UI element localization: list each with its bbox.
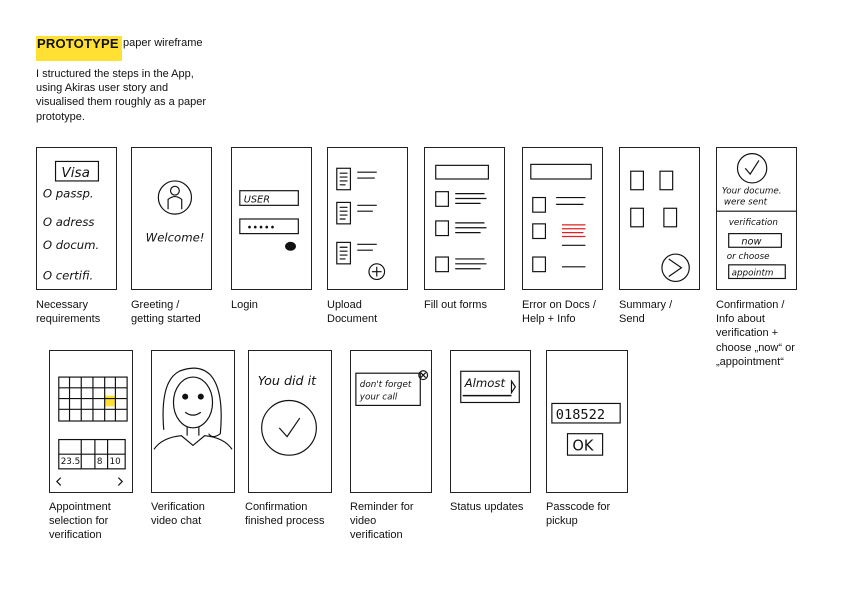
caption-error: Error on Docs / Help + Info [522, 299, 596, 326]
hair-outline [162, 367, 222, 438]
password-field [239, 218, 299, 235]
send-icon [661, 253, 690, 282]
caption-video-chat: Verification video chat [151, 501, 205, 528]
you-did-it-text: You did it [258, 373, 317, 388]
login-button-dot [285, 241, 296, 251]
wireframe-upload [327, 147, 408, 290]
user-text: USER [244, 194, 270, 205]
wireframe-error [522, 147, 603, 290]
certificate-item: O certifi. [43, 268, 93, 282]
address-item: O adress [43, 215, 95, 229]
your-call-text: your call [359, 393, 398, 403]
docs-sent-text: Your docume. [722, 187, 782, 197]
caption-upload: Upload Document [327, 299, 378, 326]
passcode-box [551, 402, 621, 424]
wireframe-requirements: Visa O passp. O adress O docum. O certif… [36, 147, 117, 290]
caption-appointment: Appointment selection for verification [49, 501, 111, 542]
wireframe-confirmation-info: Your docume. were sent verification now … [716, 147, 797, 290]
document-item: O docum. [43, 238, 99, 252]
wireframe-status: Almost [450, 350, 531, 493]
visa-text: Visa [61, 165, 90, 181]
now-button [728, 233, 782, 248]
status-popup [460, 370, 520, 404]
svg-text:appointm: appointm [732, 269, 774, 279]
wireframe-finished: You did it [248, 350, 332, 493]
svg-text:8: 8 [97, 457, 103, 467]
wireframe-summary [619, 147, 700, 290]
title-highlight [36, 36, 122, 61]
caption-confirmation-info: Confirmation / Info about verification +… [716, 299, 795, 368]
document-icon [336, 167, 352, 191]
error-header-box [530, 163, 592, 180]
caption-forms: Fill out forms [424, 299, 487, 311]
caption-summary: Summary / Send [619, 299, 673, 326]
wireframe-passcode: 018522 OK [546, 350, 628, 493]
almost-text: Almost [464, 376, 506, 390]
were-sent-text: were sent [724, 197, 768, 207]
or-choose-text: or choose [727, 252, 770, 262]
passport-item: O passp. [43, 187, 94, 201]
passcode-text: 018522 [556, 407, 605, 423]
document-icon [336, 241, 352, 265]
username-field [239, 190, 299, 206]
caption-passcode: Passcode for pickup [546, 501, 611, 528]
intro-text: I structured the steps in the App, using… [36, 68, 206, 123]
selected-day [104, 395, 116, 407]
error-lines [562, 224, 586, 238]
wireframe-reminder: don't forget your call [350, 350, 432, 493]
wireframe-video-chat [151, 350, 235, 493]
add-icon [368, 263, 386, 281]
appointment-button [728, 264, 786, 280]
caption-greeting: Greeting / getting started [131, 299, 201, 326]
ok-button [566, 433, 604, 456]
caption-requirements: Necessary requirements [36, 299, 101, 326]
wireframe-appointment: 23.5 8 10 [49, 350, 133, 493]
next-arrow-icon [117, 477, 124, 486]
wireframe-login: USER ••••• [231, 147, 312, 290]
caption-reminder: Reminder for video verification [350, 501, 414, 542]
avatar-icon [157, 180, 193, 215]
welcome-text: Welcome! [146, 230, 205, 244]
caption-status: Status updates [450, 501, 524, 513]
visa-box [54, 160, 100, 182]
wireframe-forms [424, 147, 505, 290]
face-icon [172, 376, 214, 429]
page-title: PROTOTYPE [37, 36, 119, 51]
password-dots: ••••• [247, 223, 276, 234]
prev-arrow-icon [56, 477, 62, 486]
svg-text:23.5: 23.5 [61, 457, 81, 467]
check-circle-icon [261, 399, 317, 456]
reminder-popup [355, 372, 421, 406]
svg-text:OK: OK [572, 437, 594, 454]
verification-text: verification [729, 218, 778, 228]
svg-text:10: 10 [110, 457, 121, 467]
wireframe-greeting: Welcome! [131, 147, 212, 290]
dont-forget-text: don't forget [360, 380, 412, 390]
caption-finished: Confirmation finished process [245, 501, 325, 528]
close-icon [418, 370, 429, 381]
caption-login: Login [231, 299, 258, 311]
svg-text:now: now [741, 236, 761, 247]
page-subtitle: paper wireframe [123, 37, 203, 49]
document-icon [336, 201, 352, 225]
form-header-box [435, 164, 489, 180]
check-circle-icon [736, 153, 768, 184]
